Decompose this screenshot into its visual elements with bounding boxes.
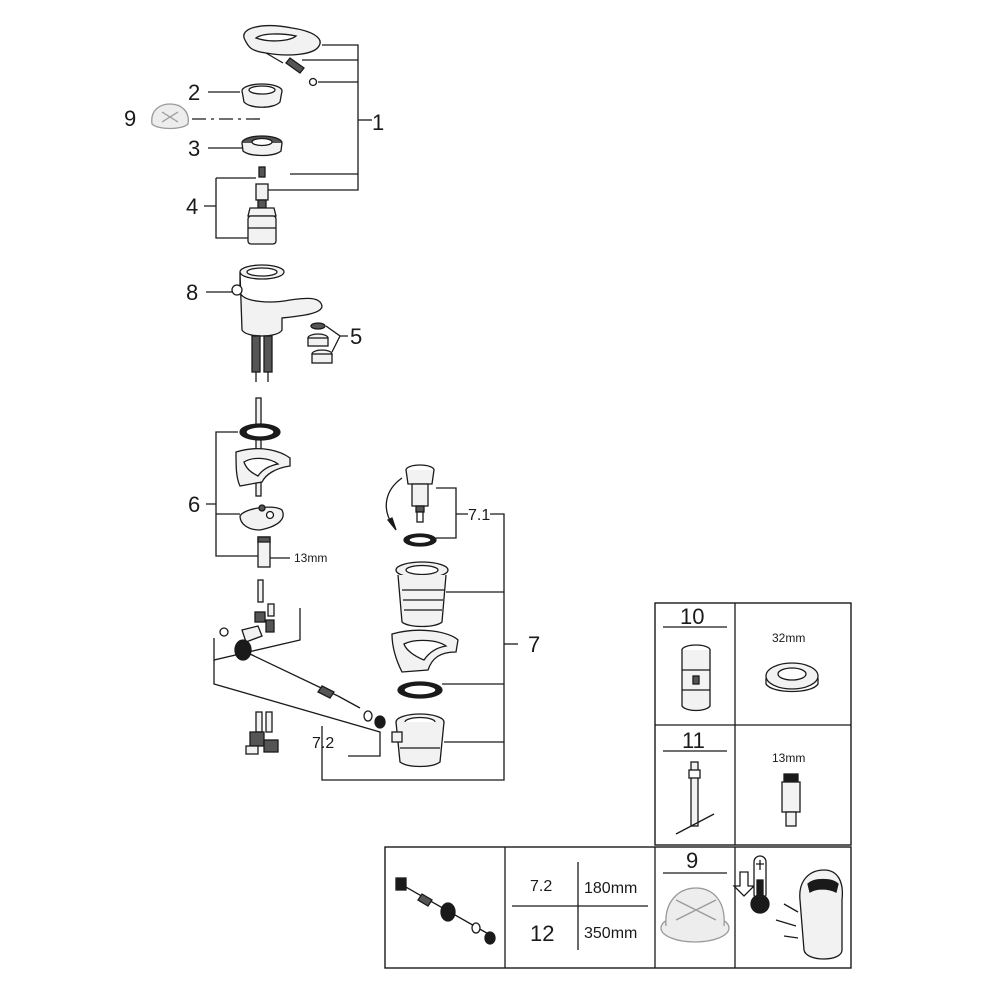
- cap-9-illustration: [660, 887, 730, 943]
- callout-3: 3: [188, 136, 200, 161]
- threaded-rod-part: [255, 397, 262, 497]
- callout-4: 4: [186, 194, 198, 219]
- drain-gasket-part: [391, 629, 459, 673]
- callout-1: 1: [372, 110, 384, 135]
- callout-9: 9: [124, 106, 136, 131]
- tool-11-label: 11: [682, 728, 705, 753]
- lever-handle-part: [243, 25, 321, 64]
- leader-lines: [192, 44, 518, 781]
- thermometer-cold-icon: [732, 855, 770, 914]
- lever-handle-icon: [775, 869, 844, 960]
- tool-11-size: 13mm: [772, 751, 805, 765]
- callout-5: 5: [350, 324, 362, 349]
- rod-row2-code: 12: [530, 921, 554, 946]
- cap-ring-part: [241, 83, 283, 108]
- callout-7-1: 7.1: [468, 507, 490, 524]
- callout-8: 8: [186, 280, 198, 305]
- rod-row2-length: 350mm: [584, 925, 637, 942]
- spare-cap-part: [151, 103, 189, 130]
- callout-7-2: 7.2: [312, 735, 334, 752]
- mounting-set-part: [235, 423, 291, 568]
- spindle-screw-part: [255, 166, 269, 201]
- socket-key-tool: [675, 761, 715, 835]
- aerator-part: [307, 322, 333, 364]
- tool-10-size: 32mm: [772, 631, 805, 645]
- pull-rod-part: [234, 639, 386, 729]
- tools-table: [654, 602, 852, 846]
- rod-with-seals-illustration: [395, 877, 496, 945]
- pop-up-plug-part: [385, 464, 435, 531]
- hose-connectors-part: [245, 711, 279, 755]
- handle-screw-part: [285, 57, 318, 87]
- rod-row1-length: 180mm: [584, 880, 637, 897]
- item-9-label: 9: [686, 848, 698, 873]
- wrench-size-13mm: 13mm: [294, 551, 327, 565]
- drain-seal-ring-part: [397, 681, 443, 699]
- cartridge-wrench-tool: [681, 644, 711, 712]
- callout-2: 2: [188, 80, 200, 105]
- cartridge-part: [247, 199, 277, 245]
- drain-nut-part: [391, 713, 445, 768]
- nut-32mm-tool: [765, 662, 819, 693]
- rods-table: [384, 846, 852, 969]
- callout-6: 6: [188, 492, 200, 517]
- braided-hoses-part: [251, 335, 273, 382]
- threaded-stud-tool: [781, 773, 801, 827]
- callout-7: 7: [528, 632, 540, 657]
- tool-10-label: 10: [680, 604, 704, 629]
- drain-body-part: [395, 561, 449, 628]
- rod-row1-code: 7.2: [530, 878, 552, 895]
- faucet-body-part: [231, 264, 323, 337]
- plug-seal-part: [403, 533, 437, 547]
- nut-part: [241, 135, 283, 157]
- pop-up-connector-part: [219, 579, 275, 643]
